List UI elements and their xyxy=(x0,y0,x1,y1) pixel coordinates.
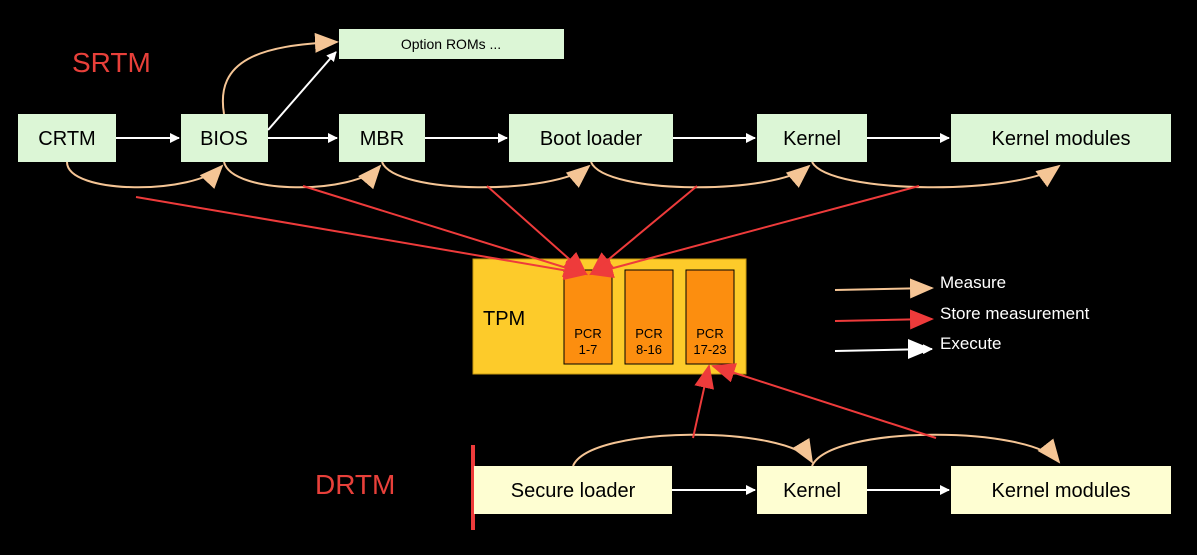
store-arrow xyxy=(711,363,937,439)
srtm-crtm-label: CRTM xyxy=(38,128,95,150)
srtm-bios-box: BIOS xyxy=(181,114,268,162)
srtm-execute-arrows xyxy=(116,51,950,143)
measure-arrow xyxy=(223,161,382,190)
pcr-8-16-line2: 8-16 xyxy=(636,342,662,357)
srtm-kernel-modules-box: Kernel modules xyxy=(951,114,1171,162)
drtm-kernel-modules-label: Kernel modules xyxy=(992,480,1131,502)
pcr-8-16-line1: PCR xyxy=(635,326,662,341)
measure-arrow xyxy=(811,161,1061,189)
store-arrow xyxy=(589,185,920,278)
drtm-measure-arcs xyxy=(572,433,1061,467)
srtm-boot-loader-box: Boot loader xyxy=(509,114,673,162)
measure-arrow xyxy=(590,161,811,189)
measure-arrow xyxy=(221,32,339,115)
store-arrow xyxy=(486,185,588,276)
pcr-1-7: PCR 1-7 xyxy=(563,269,613,365)
srtm-kernel-modules-label: Kernel modules xyxy=(992,128,1131,150)
store-arrow xyxy=(302,185,588,278)
srtm-mbr-box: MBR xyxy=(339,114,425,162)
measure-arrow xyxy=(381,161,591,189)
drtm-title: DRTM xyxy=(315,469,395,500)
drtm-secure-loader-label: Secure loader xyxy=(511,480,636,502)
store-arrow xyxy=(135,196,588,281)
drtm-kernel-label: Kernel xyxy=(783,480,841,502)
srtm-title: SRTM xyxy=(72,47,151,78)
srtm-boot-loader-label: Boot loader xyxy=(540,128,643,150)
drtm-kernel-modules-box: Kernel modules xyxy=(951,466,1171,514)
legend-store-arrow xyxy=(834,309,934,330)
srtm-store-arrows xyxy=(135,185,920,281)
pcr-8-16: PCR 8-16 xyxy=(624,269,674,365)
measure-arrow xyxy=(66,161,224,189)
legend-execute-label: Execute xyxy=(940,334,1001,353)
option-roms-label: Option ROMs ... xyxy=(401,36,501,52)
drtm-kernel-box: Kernel xyxy=(757,466,867,514)
measure-arrow xyxy=(811,433,1061,467)
drtm-store-arrows xyxy=(692,363,937,439)
legend: Measure Store measurement Execute xyxy=(834,273,1090,359)
drtm-secure-loader-box: Secure loader xyxy=(474,466,672,514)
option-roms-box: Option ROMs ... xyxy=(339,29,564,59)
measure-arrow xyxy=(572,433,814,467)
srtm-kernel-box: Kernel xyxy=(757,114,867,162)
pcr-17-23: PCR 17-23 xyxy=(685,269,735,365)
srtm-measure-arcs xyxy=(66,32,1061,190)
tpm-label: TPM xyxy=(483,308,525,330)
store-arrow xyxy=(692,364,714,439)
legend-measure-label: Measure xyxy=(940,273,1006,292)
legend-store-label: Store measurement xyxy=(940,304,1090,323)
legend-execute-arrowhead xyxy=(908,339,932,359)
pcr-17-23-line2: 17-23 xyxy=(693,342,726,357)
srtm-kernel-label: Kernel xyxy=(783,128,841,150)
pcr-17-23-line1: PCR xyxy=(696,326,723,341)
pcr-1-7-line2: 1-7 xyxy=(579,342,598,357)
srtm-bios-label: BIOS xyxy=(200,128,248,150)
srtm-mbr-label: MBR xyxy=(360,128,404,150)
pcr-1-7-line1: PCR xyxy=(574,326,601,341)
execute-arrow xyxy=(267,51,337,131)
legend-measure-arrow xyxy=(834,278,934,299)
srtm-crtm-box: CRTM xyxy=(18,114,116,162)
